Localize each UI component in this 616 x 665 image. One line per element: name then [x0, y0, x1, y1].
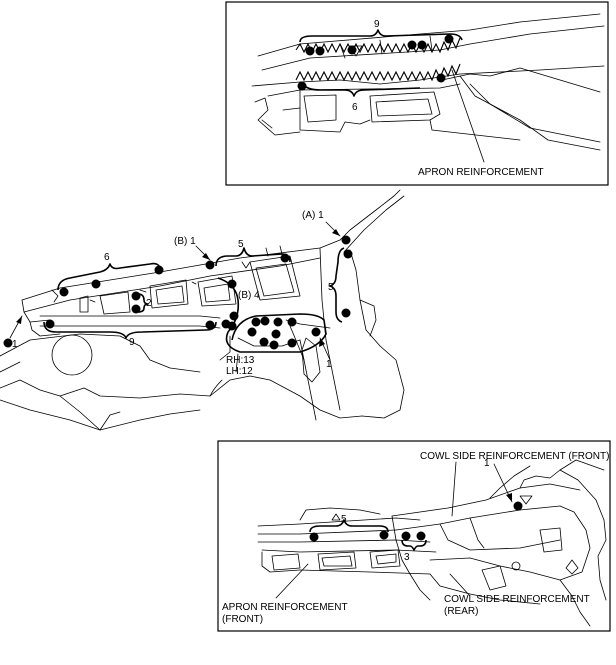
- bottom-label-5: 5: [341, 514, 347, 525]
- arrowhead: [202, 253, 210, 260]
- main-brace-6: [57, 262, 161, 291]
- top-inset-weld-seam-lower: [295, 63, 461, 82]
- weld-spot: [131, 291, 141, 301]
- main-label-lh: LH:12: [226, 366, 253, 377]
- arrowhead: [506, 493, 512, 502]
- main-label-a1: (A) 1: [302, 210, 324, 221]
- top-inset-apron-reinforcement-label: APRON REINFORCEMENT: [418, 167, 544, 178]
- main-label-2: 2: [146, 298, 152, 309]
- main-label-9: 9: [129, 337, 135, 348]
- arrowhead: [319, 338, 325, 347]
- bottom-inset-frame: [217, 440, 611, 632]
- weld-spot: [343, 249, 353, 259]
- weld-spot: [259, 337, 269, 347]
- main-label-b4: (B) 4: [238, 290, 260, 301]
- main-brace-9: [43, 321, 217, 339]
- weld-spot: [444, 34, 454, 44]
- weld-spot: [407, 40, 417, 50]
- bottom-label-3: 3: [404, 552, 410, 563]
- weld-spot: [347, 45, 357, 55]
- main-brace-5-side: [329, 247, 345, 323]
- top-inset-apron-drawing: [251, 13, 605, 151]
- main-label-rh: RH:13: [226, 355, 255, 366]
- bottom-brace-3: [401, 539, 427, 551]
- weld-spot: [269, 340, 279, 350]
- weld-spot: [297, 81, 307, 91]
- weld-spot: [59, 287, 69, 297]
- main-brace-2: [137, 293, 149, 313]
- main-view-body-drawing: [0, 189, 405, 431]
- weld-spot: [280, 253, 290, 263]
- main-label-b1: (B) 1: [174, 236, 196, 247]
- top-inset-brace-9: [299, 29, 463, 43]
- weld-spot: [287, 338, 297, 348]
- weld-spot: [513, 501, 523, 511]
- weld-spot: [3, 338, 13, 348]
- cowl-rear-leader: [449, 573, 471, 597]
- weld-spot: [315, 46, 325, 56]
- main-label-1-bottom: 1: [326, 359, 332, 370]
- main-loop-b4: [217, 277, 327, 353]
- weld-spot: [436, 73, 446, 83]
- top-inset-label-9: 9: [374, 19, 380, 30]
- weld-spot: [341, 308, 351, 318]
- weld-spot: [91, 279, 101, 289]
- bottom-label-cowl-rear-1: COWL SIDE REINFORCEMENT: [444, 594, 590, 605]
- rh-lh-leader: [235, 353, 239, 373]
- apron-front-leader: [275, 563, 309, 599]
- weld-spot: [251, 317, 261, 327]
- weld-spot: [260, 316, 270, 326]
- weld-spot: [205, 260, 215, 270]
- cowl-front-leader: [451, 461, 457, 517]
- top-inset-label-6: 6: [352, 102, 358, 113]
- main-label-5-top: 5: [238, 239, 244, 250]
- top-inset-weld-seam-upper: [295, 37, 461, 54]
- apron-reinforcement-leader: [451, 69, 485, 163]
- bottom-label-1: 1: [484, 458, 490, 469]
- bottom-brace-5: [309, 519, 389, 533]
- bottom-label-apron-front-1: APRON REINFORCEMENT: [222, 602, 348, 613]
- weld-spot: [227, 321, 237, 331]
- weld-spot: [305, 46, 315, 56]
- main-label-6: 6: [104, 252, 110, 263]
- bottom-label-cowl-front: COWL SIDE REINFORCEMENT (FRONT): [420, 451, 609, 462]
- weld-spot: [205, 320, 215, 330]
- main-label-1-left: 1: [12, 339, 18, 350]
- main-brace-5-top: [215, 247, 291, 267]
- rh-lh-leader-lower: [209, 379, 223, 397]
- weld-spot: [341, 235, 351, 245]
- weld-spot: [227, 279, 237, 289]
- bottom-inset: 5 3 1 COWL SIDE REINFORCEMENT (FRONT) AP…: [217, 440, 611, 632]
- weld-spot: [287, 317, 297, 327]
- weld-spot: [309, 532, 319, 542]
- weld-spot: [229, 311, 239, 321]
- main-label-5-side: 5: [328, 282, 334, 293]
- weld-spot: [379, 530, 389, 540]
- weld-spot: [416, 531, 426, 541]
- arrowhead: [332, 229, 340, 236]
- weld-spot: [273, 317, 283, 327]
- bottom-label-apron-front-2: (FRONT): [222, 614, 263, 625]
- bottom-label-cowl-rear-2: (REAR): [444, 606, 478, 617]
- weld-spot: [271, 329, 281, 339]
- bottom-inset-drawing: [257, 459, 607, 627]
- weld-spot: [45, 319, 55, 329]
- weld-spot: [417, 40, 427, 50]
- weld-spot: [311, 327, 321, 337]
- weld-spot: [131, 304, 141, 314]
- weld-spot: [401, 531, 411, 541]
- main-view: 6 5 9 2 5: [0, 189, 405, 431]
- weld-spot: [154, 265, 164, 275]
- top-inset-brace-6: [301, 83, 421, 97]
- arrowhead: [16, 316, 22, 324]
- weld-spot: [247, 327, 257, 337]
- top-inset: 9 6 APRON REINFORCEMENT: [225, 1, 609, 186]
